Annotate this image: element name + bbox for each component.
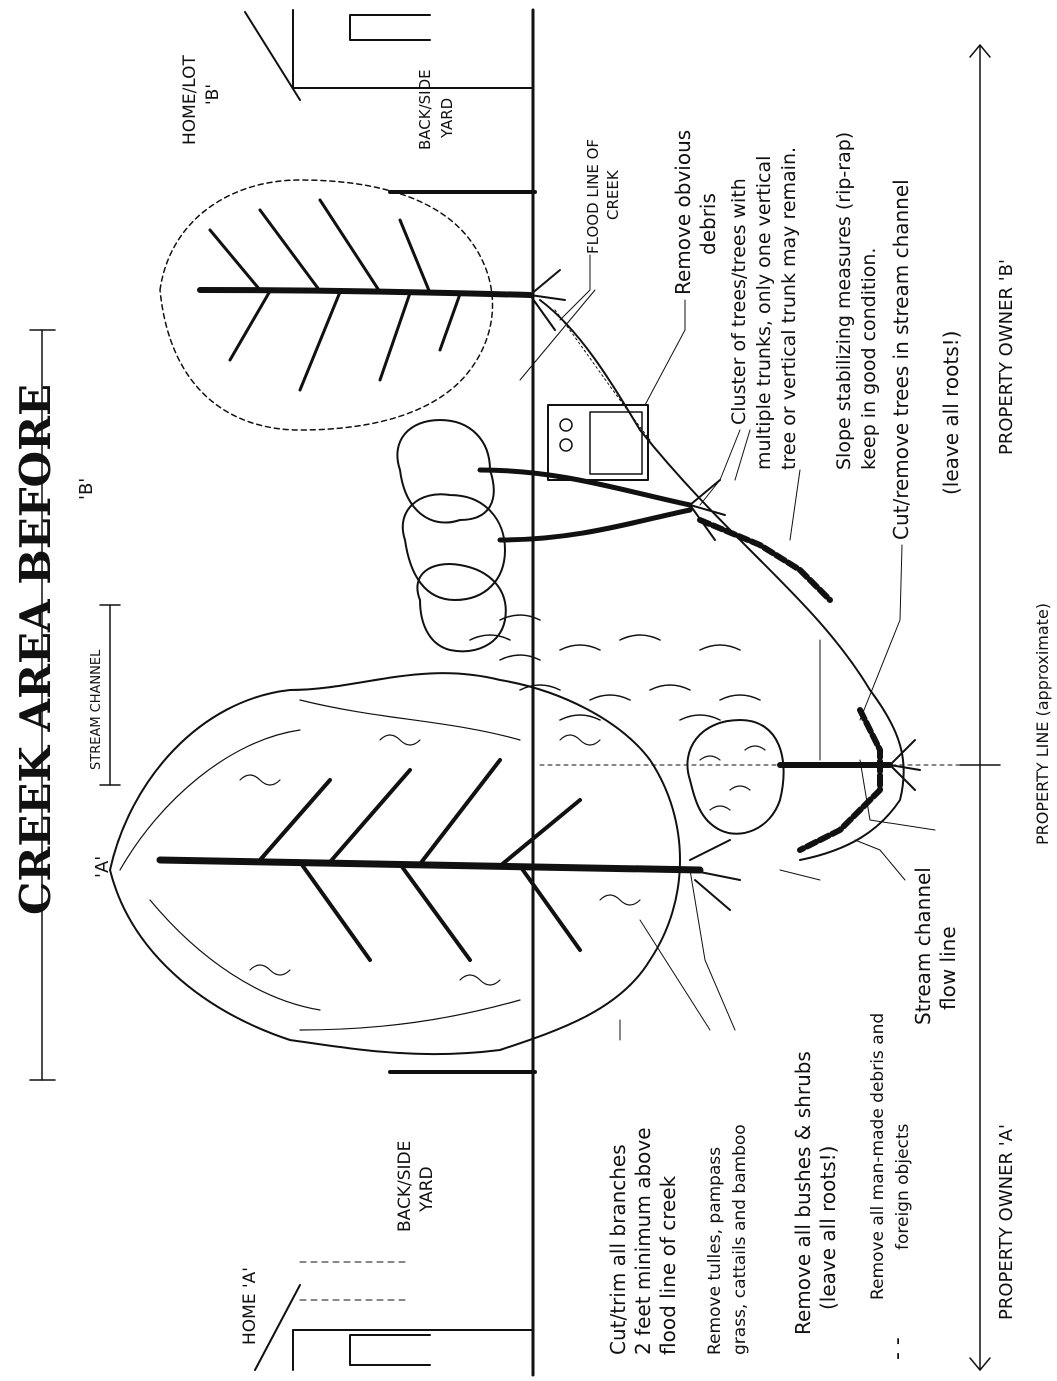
property-extent-line <box>960 45 1000 1370</box>
note-debris-1: Remove obvious <box>671 130 695 295</box>
property-owner-b: PROPERTY OWNER 'B' <box>996 259 1017 455</box>
tree-b <box>160 180 565 430</box>
home-a-structure <box>255 1262 533 1370</box>
home-b-label-2: 'B' <box>203 84 223 105</box>
note-cluster-3: tree or vertical trunk may remain. <box>778 147 800 470</box>
home-a-label: HOME 'A' <box>240 1267 260 1345</box>
channel-tree <box>780 740 920 790</box>
tall-tree <box>110 673 740 1054</box>
home-b-structure <box>245 10 533 100</box>
note-bushes-1: Remove all bushes & shrubs <box>791 1051 815 1335</box>
back-side-yard-a-1: BACK/SIDE <box>395 1141 415 1232</box>
note-tulles-2: grass, cattails and bamboo <box>730 1124 750 1355</box>
note-manmade-2: foreign objects <box>893 1123 913 1250</box>
diagram-title: CREEK AREA BEFORE <box>11 384 60 915</box>
note-cluster-2: multiple trunks, only one vertical <box>753 156 775 470</box>
mark-a: 'A' <box>92 856 113 878</box>
mark-b: 'B' <box>76 478 97 500</box>
back-side-yard-b-2: YARD <box>438 98 456 139</box>
note-stream-flow-2: flow line <box>936 926 960 1010</box>
note-slope-1: Slope stabilizing measures (rip-rap) <box>833 132 855 470</box>
note-bushes-2: (leave all roots!) <box>816 1146 840 1310</box>
home-b-label-1: HOME/LOT <box>180 54 200 145</box>
flood-line-label-1: FLOOD LINE OF <box>584 139 602 254</box>
note-cut-trim-1: Cut/trim all branches <box>606 1144 630 1355</box>
note-cut-trim-3: flood line of creek <box>656 1175 680 1355</box>
property-owner-a: PROPERTY OWNER 'A' <box>996 1124 1017 1320</box>
note-cluster-1: Cluster of trees/trees with <box>728 178 750 425</box>
flood-line-label-2: CREEK <box>604 169 622 220</box>
note-cut-remove: Cut/remove trees in stream channel <box>889 179 913 540</box>
note-leave-roots: (leave all roots!) <box>939 331 963 495</box>
note-manmade-dash: - - <box>885 1337 910 1360</box>
back-side-yard-b-1: BACK/SIDE <box>416 69 434 150</box>
cluster-trees <box>397 420 725 651</box>
note-cut-trim-2: 2 feet minimum above <box>631 1127 655 1355</box>
property-line-label: PROPERTY LINE (approximate) <box>1033 603 1052 845</box>
note-debris-2: debris <box>696 193 720 255</box>
pampas-grass <box>470 615 760 720</box>
shrub <box>687 720 783 834</box>
debris-appliance <box>548 405 648 480</box>
note-slope-2: keep in good condition. <box>858 248 880 470</box>
note-stream-flow-1: Stream channel <box>911 867 935 1025</box>
note-tulles-1: Remove tulles, pampass <box>705 1147 725 1355</box>
back-side-yard-a-2: YARD <box>417 1166 437 1213</box>
note-manmade-1: Remove all man-made debris and <box>868 1013 888 1300</box>
stream-channel-label: STREAM CHANNEL <box>89 649 104 770</box>
